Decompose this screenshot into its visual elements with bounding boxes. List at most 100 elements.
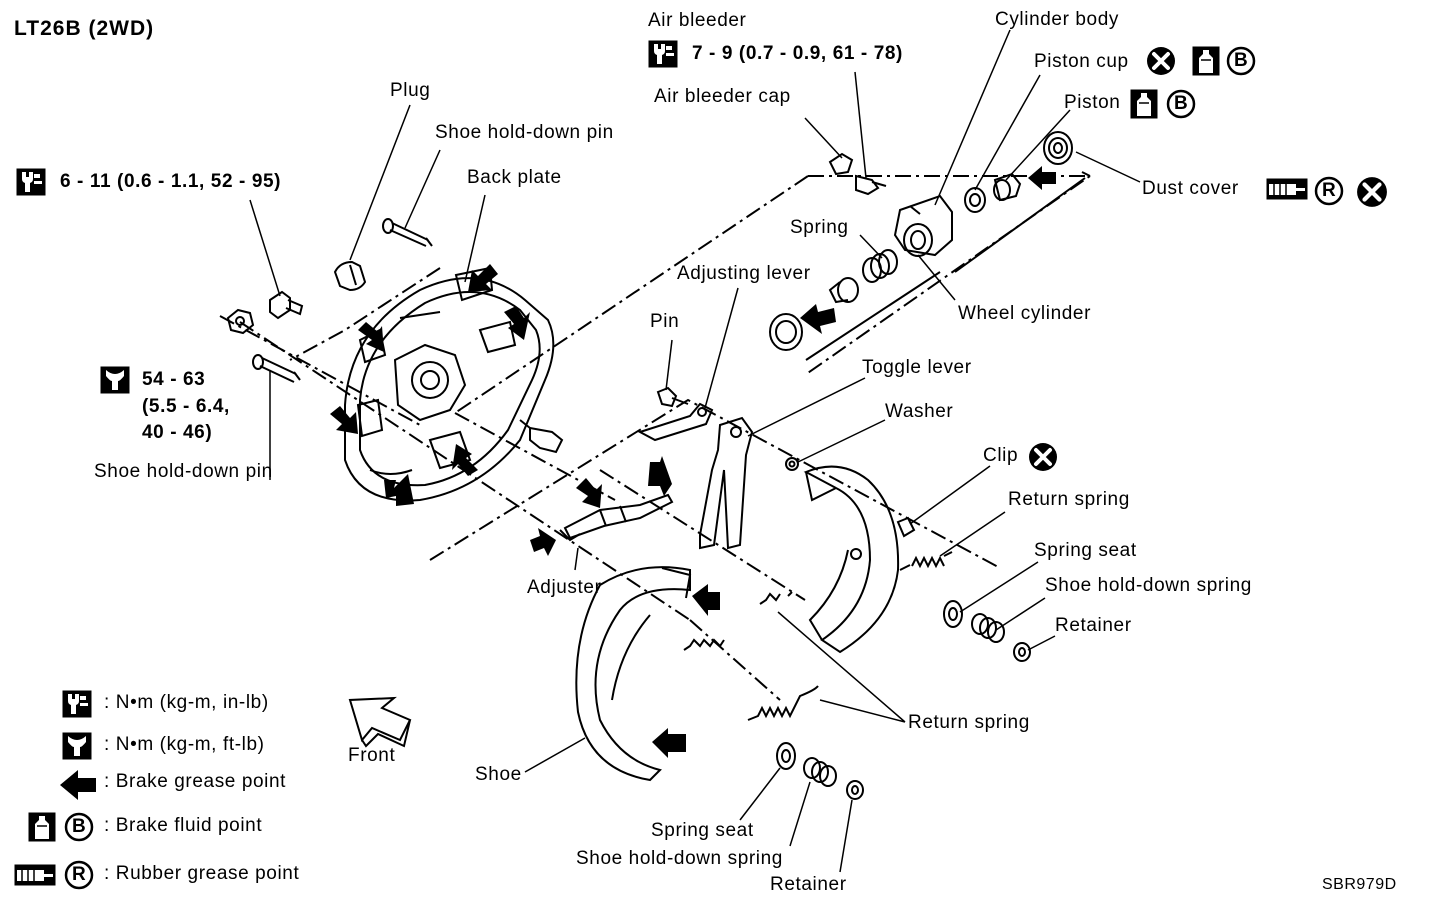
torque-wrench-open-icon bbox=[62, 732, 92, 760]
torque-wrench-icon bbox=[62, 690, 92, 718]
figure-code: SBR979D bbox=[1322, 876, 1397, 893]
back-plate-nut bbox=[226, 308, 255, 335]
grease-arrow-icon bbox=[452, 444, 478, 476]
brake-grease-arrows bbox=[330, 166, 1056, 758]
legend-item: : Rubber grease point bbox=[104, 863, 300, 884]
label-toggle-lever: Toggle lever bbox=[862, 357, 972, 378]
lever-pin bbox=[656, 386, 689, 408]
label-air-bleeder-cap: Air bleeder cap bbox=[654, 86, 791, 107]
grease-arrow-icon bbox=[358, 322, 384, 352]
legend-item: : Brake fluid point bbox=[104, 815, 263, 836]
label-spring-seat-bottom: Spring seat bbox=[651, 820, 754, 841]
replace-part-icon bbox=[1356, 176, 1388, 208]
nut-torque-line1: 54 - 63 bbox=[142, 369, 206, 390]
hold-down-spring-bottom bbox=[803, 757, 837, 787]
hold-down-pin-top bbox=[382, 218, 433, 247]
front-direction-arrow bbox=[348, 696, 412, 748]
label-adjuster: Adjuster bbox=[527, 577, 602, 598]
toggle-lever bbox=[699, 416, 754, 550]
right-brake-shoe bbox=[803, 465, 900, 654]
return-spring-middle bbox=[683, 591, 793, 651]
replace-part-icon bbox=[1028, 442, 1058, 472]
return-spring-right bbox=[899, 551, 953, 571]
label-front: Front bbox=[348, 745, 396, 766]
label-washer: Washer bbox=[885, 401, 954, 422]
diagram-title: LT26B (2WD) bbox=[14, 17, 155, 40]
brake-fluid-letter: B bbox=[72, 816, 87, 837]
label-pin: Pin bbox=[650, 311, 680, 332]
label-dust-cover: Dust cover bbox=[1142, 178, 1239, 199]
torque-wrench-open-icon bbox=[100, 366, 130, 394]
rubber-grease-icon bbox=[14, 864, 56, 886]
label-retainer-right: Retainer bbox=[1055, 615, 1132, 636]
label-shoe: Shoe bbox=[475, 764, 522, 785]
clip bbox=[896, 516, 916, 538]
grease-arrow-icon bbox=[504, 306, 530, 340]
wheel-cylinder-bracket bbox=[805, 177, 1086, 361]
label-return-spring-right: Return spring bbox=[1008, 489, 1130, 510]
grease-arrow-icon bbox=[58, 768, 98, 802]
cylinder-piston-cup bbox=[964, 187, 986, 213]
legend-item: : Brake grease point bbox=[104, 771, 287, 792]
label-return-spring-bottom: Return spring bbox=[908, 712, 1030, 733]
cylinder-piston-left bbox=[828, 277, 859, 304]
label-air-bleeder: Air bleeder bbox=[648, 10, 747, 31]
plug bbox=[333, 260, 367, 292]
nut-torque-line2: (5.5 - 6.4, bbox=[142, 396, 230, 417]
brake-fluid-icon bbox=[1192, 46, 1220, 76]
air-bleeder-torque: 7 - 9 (0.7 - 0.9, 61 - 78) bbox=[692, 43, 903, 64]
hold-down-spring-right bbox=[971, 613, 1005, 643]
label-shoe-hold-down-spring-right: Shoe hold-down spring bbox=[1045, 575, 1252, 596]
washer bbox=[785, 457, 799, 471]
label-adjusting-lever: Adjusting lever bbox=[677, 263, 811, 284]
spring-seat-bottom bbox=[776, 742, 796, 770]
legend-item: : N•m (kg-m, in-lb) bbox=[104, 692, 269, 713]
brake-fluid-icon bbox=[1130, 89, 1158, 119]
label-spring-seat-right: Spring seat bbox=[1034, 540, 1137, 561]
spring-seat-right bbox=[943, 600, 963, 628]
rubber-grease-letter: R bbox=[1322, 180, 1337, 201]
label-wheel-cylinder: Wheel cylinder bbox=[958, 303, 1092, 324]
brake-fluid-letter: B bbox=[1174, 93, 1189, 114]
label-piston-cup: Piston cup bbox=[1034, 51, 1129, 72]
return-spring-lower bbox=[747, 685, 819, 721]
cylinder-spring bbox=[862, 249, 898, 283]
label-retainer-bottom: Retainer bbox=[770, 874, 847, 895]
air-bleeder bbox=[828, 152, 887, 196]
label-spring: Spring bbox=[790, 217, 849, 238]
label-piston: Piston bbox=[1064, 92, 1121, 113]
grease-arrow-icon bbox=[468, 264, 498, 292]
adjuster bbox=[559, 493, 674, 542]
replace-part-icon bbox=[1146, 46, 1176, 76]
cylinder-piston bbox=[993, 172, 1022, 202]
label-shoe-hold-down-pin-bottom: Shoe hold-down pin bbox=[94, 461, 273, 482]
grease-arrow-icon bbox=[530, 528, 556, 556]
legend-item: : N•m (kg-m, ft-lb) bbox=[104, 734, 265, 755]
grease-arrow-icon bbox=[384, 474, 414, 506]
left-brake-shoe bbox=[575, 566, 692, 782]
nut-torque-line3: 40 - 46) bbox=[142, 422, 213, 443]
adjusting-lever bbox=[637, 402, 714, 442]
dust-cover-left bbox=[769, 313, 803, 351]
label-back-plate: Back plate bbox=[467, 167, 562, 188]
leader-lines bbox=[249, 29, 1141, 873]
back-plate bbox=[344, 266, 555, 502]
brake-fluid-letter: B bbox=[1234, 50, 1249, 71]
grease-arrow-icon bbox=[1028, 166, 1056, 190]
label-plug: Plug bbox=[390, 80, 431, 101]
label-shoe-hold-down-spring-bottom: Shoe hold-down spring bbox=[576, 848, 783, 869]
back-plate-bolt bbox=[269, 290, 304, 320]
grease-arrow-icon bbox=[652, 728, 686, 758]
rubber-grease-letter: R bbox=[72, 864, 87, 885]
rubber-grease-icon bbox=[1266, 178, 1308, 200]
grease-arrow-icon bbox=[800, 304, 836, 334]
grease-arrow-icon bbox=[692, 584, 720, 616]
grease-arrow-icon bbox=[576, 478, 602, 508]
torque-wrench-icon bbox=[648, 40, 678, 68]
mounting-bolt bbox=[519, 419, 564, 454]
label-clip: Clip bbox=[983, 445, 1019, 466]
retainer-bottom bbox=[846, 780, 864, 800]
assembly-outline bbox=[219, 171, 1094, 701]
torque-wrench-icon bbox=[16, 168, 46, 196]
